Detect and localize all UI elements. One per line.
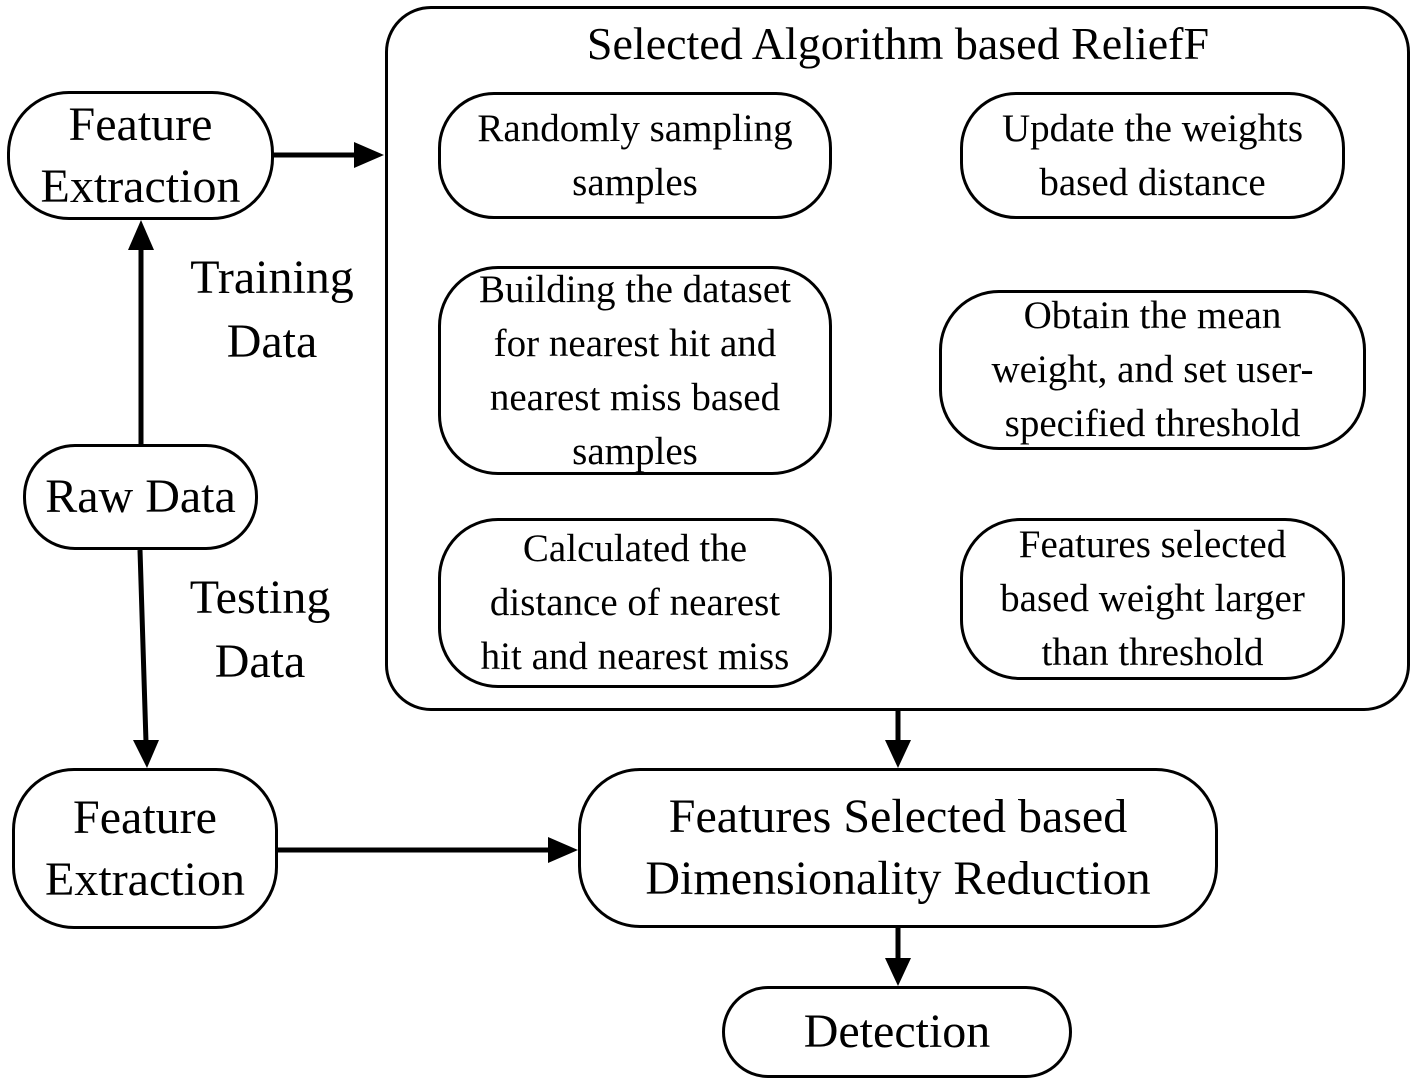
arrow-rawdata-to-extraction-test — [133, 549, 159, 768]
dimensionality-reduction-label: Features Selected based Dimensionality R… — [645, 790, 1151, 905]
arrow-extraction-to-relieff — [274, 142, 384, 168]
training-data-label: Training Data — [190, 251, 354, 368]
feature-extraction-test-node: Feature Extraction — [12, 768, 278, 929]
dimensionality-reduction-node: Features Selected based Dimensionality R… — [578, 768, 1218, 928]
mean-weight-node: Obtain the mean weight, and set user- sp… — [939, 290, 1366, 450]
arrow-rawdata-to-extraction-train — [128, 220, 154, 444]
raw-data-label: Raw Data — [45, 470, 236, 523]
random-sampling-node: Randomly sampling samples — [438, 92, 832, 219]
update-weights-node: Update the weights based distance — [960, 92, 1345, 219]
feature-extraction-test-label: Feature Extraction — [45, 790, 245, 906]
update-weights-label: Update the weights based distance — [1001, 106, 1304, 204]
random-sampling-label: Randomly sampling samples — [477, 106, 793, 204]
features-selected-threshold-label: Features selected based weight larger th… — [1000, 523, 1305, 674]
mean-weight-label: Obtain the mean weight, and set user- sp… — [991, 294, 1314, 445]
features-selected-threshold-node: Features selected based weight larger th… — [960, 518, 1345, 680]
relieff-group-title: Selected Algorithm based ReliefF — [586, 18, 1210, 69]
feature-extraction-train-label: Feature Extraction — [40, 97, 241, 213]
build-dataset-label: Building the dataset for nearest hit and… — [479, 267, 791, 473]
feature-extraction-train-node: Feature Extraction — [7, 91, 274, 220]
testing-data-label: Testing Data — [189, 571, 331, 688]
arrow-reduction-to-detection — [885, 928, 911, 986]
detection-node: Detection — [722, 986, 1072, 1078]
calculate-distance-node: Calculated the distance of nearest hit a… — [438, 518, 832, 688]
detection-label: Detection — [803, 1005, 991, 1058]
raw-data-node: Raw Data — [23, 444, 258, 550]
arrow-extraction-test-to-reduction — [278, 837, 578, 863]
build-dataset-node: Building the dataset for nearest hit and… — [438, 266, 832, 475]
arrow-relieff-to-reduction — [885, 710, 911, 768]
calculate-distance-label: Calculated the distance of nearest hit a… — [480, 527, 790, 678]
